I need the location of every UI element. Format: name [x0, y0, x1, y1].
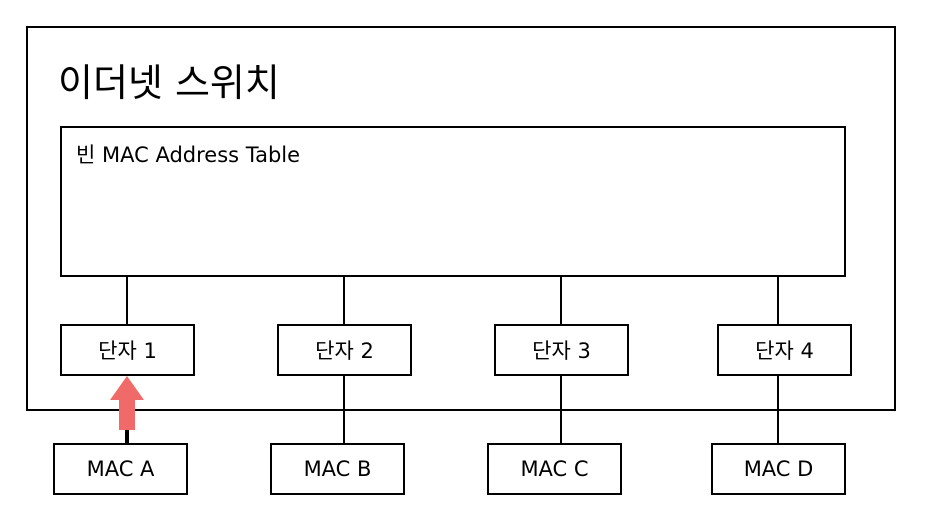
connector-table-port-2	[343, 277, 345, 324]
host-mac-a: MAC A	[53, 443, 188, 495]
host-mac-d-label: MAC D	[743, 457, 814, 481]
connector-port-host-3	[560, 376, 562, 443]
port-4-label: 단자 4	[755, 339, 814, 363]
port-2-label: 단자 2	[315, 339, 374, 363]
incoming-frame-arrow-icon	[110, 376, 144, 444]
port-3: 단자 3	[494, 324, 629, 376]
host-mac-d: MAC D	[711, 443, 846, 495]
port-4: 단자 4	[717, 324, 852, 376]
host-mac-c: MAC C	[487, 443, 622, 495]
connector-table-port-3	[560, 277, 562, 324]
host-mac-c-label: MAC C	[520, 457, 589, 481]
connector-port-host-4	[777, 376, 779, 443]
host-mac-b-label: MAC B	[303, 457, 372, 481]
port-3-label: 단자 3	[532, 339, 591, 363]
connector-port-host-2	[343, 376, 345, 443]
connector-table-port-4	[777, 277, 779, 324]
mac-address-table	[60, 126, 846, 277]
connector-table-port-1	[126, 277, 128, 324]
port-2: 단자 2	[277, 324, 412, 376]
port-1-label: 단자 1	[98, 339, 157, 363]
mac-address-table-label: 빈 MAC Address Table	[76, 143, 301, 167]
port-1: 단자 1	[60, 324, 195, 376]
switch-title: 이더넷 스위치	[58, 61, 280, 105]
host-mac-a-label: MAC A	[86, 457, 155, 481]
host-mac-b: MAC B	[270, 443, 405, 495]
